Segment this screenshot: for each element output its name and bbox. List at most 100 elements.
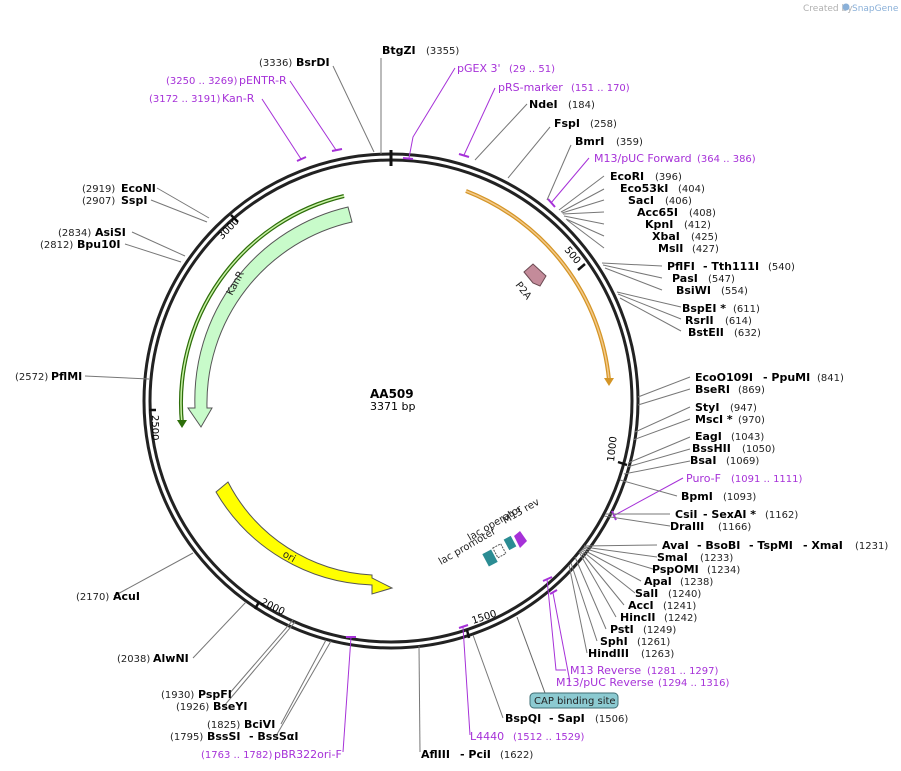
site-pos-sspi: (2907) — [82, 196, 115, 207]
primer-label-puro-f[interactable]: Puro-F — [686, 472, 721, 485]
site-pos-bsiwi: (554) — [721, 286, 748, 297]
site-label-bpmi[interactable]: BpmI — [681, 490, 713, 503]
site-label-ecoo109i[interactable]: EcoO109I — [695, 371, 753, 384]
site-label-rsrii[interactable]: RsrII — [685, 314, 714, 327]
primer-label-pentr-r[interactable]: pENTR-R — [239, 74, 287, 87]
site-label-bseri[interactable]: BseRI — [695, 383, 730, 396]
primer-label-m13-reverse[interactable]: M13 Reverse — [570, 664, 641, 677]
site-label-hincii[interactable]: HincII — [620, 611, 656, 624]
site-label-psti[interactable]: PstI — [610, 623, 634, 636]
scale-ticks — [149, 214, 628, 639]
site-label-bsiwi[interactable]: BsiWI — [676, 284, 711, 297]
site-pos-pflmi: (2572) — [15, 372, 48, 383]
site-label-ppumi[interactable]: - PpuMI — [763, 371, 810, 384]
primer-pos-pgex3: (29 .. 51) — [509, 64, 555, 75]
site-pos-afliii: (1622) — [500, 750, 533, 761]
site-label-bseyi[interactable]: BseYI — [213, 700, 247, 713]
site-label-pflfi[interactable]: PflFI — [667, 260, 695, 273]
site-pos-acci: (1241) — [663, 601, 696, 612]
site-label-pflmi[interactable]: PflMI — [51, 370, 82, 383]
site-label-bmri[interactable]: BmrI — [575, 135, 604, 148]
site-label-hindiii[interactable]: HindIII — [588, 647, 629, 660]
site-label-sspi[interactable]: SspI — [121, 194, 147, 207]
site-pos-msli: (427) — [692, 244, 719, 255]
site-label-pcii[interactable]: - PciI — [460, 748, 491, 761]
site-label-asisi[interactable]: AsiSI — [95, 226, 126, 239]
site-label-sphi[interactable]: SphI — [600, 635, 628, 648]
p2a-feature[interactable] — [523, 263, 547, 287]
cap-site-feature[interactable] — [492, 543, 507, 559]
site-label-smai[interactable]: SmaI — [657, 551, 688, 564]
site-label-bsssi[interactable]: BssSI — [207, 730, 241, 743]
primer-pos-pbr322ori-f: (1763 .. 1782) — [201, 750, 273, 761]
primer-pos-m13-puc-reverse: (1294 .. 1316) — [658, 678, 730, 689]
site-label-bsobi[interactable]: - BsoBI — [697, 539, 740, 552]
site-label-econi[interactable]: EcoNI — [121, 182, 156, 195]
site-label-acci[interactable]: AccI — [628, 599, 654, 612]
cds-arc[interactable] — [465, 189, 611, 381]
ori-feature[interactable] — [215, 481, 394, 595]
site-pos-csii: (1162) — [765, 510, 798, 521]
site-label-ndei[interactable]: NdeI — [529, 98, 558, 111]
kanr-feature[interactable] — [187, 206, 353, 428]
site-label-kpni[interactable]: KpnI — [645, 218, 673, 231]
site-label-styi[interactable]: StyI — [695, 401, 719, 414]
site-label-bspei[interactable]: BspEI * — [682, 302, 726, 315]
lac-operator-feature[interactable] — [503, 535, 517, 551]
site-label-csii[interactable]: CsiI — [675, 508, 697, 521]
tick-label-3000: 3000 — [216, 216, 242, 242]
site-leaders — [84, 58, 691, 753]
site-label-msli[interactable]: MslI — [658, 242, 683, 255]
primer-pos-kan-r: (3172 .. 3191) — [149, 94, 221, 105]
site-label-afliii[interactable]: AflIII — [421, 748, 450, 761]
primer-pos-m13-puc-forward: (364 .. 386) — [697, 154, 756, 165]
site-label-bpu10i[interactable]: Bpu10I — [77, 238, 121, 251]
primer-label-kan-r[interactable]: Kan-R — [222, 92, 255, 105]
site-label-tspmi[interactable]: - TspMI — [749, 539, 793, 552]
site-label-tth111i[interactable]: - Tth111I — [703, 260, 759, 273]
site-label-pspomi[interactable]: PspOMI — [652, 563, 699, 576]
site-label-xmai[interactable]: - XmaI — [803, 539, 843, 552]
primer-label-l4440[interactable]: L4440 — [470, 730, 504, 743]
site-label-apai[interactable]: ApaI — [644, 575, 672, 588]
primer-label-pgex3[interactable]: pGEX 3' — [457, 62, 501, 75]
m13-rev-feature[interactable] — [514, 531, 527, 548]
primer-label-prs-marker[interactable]: pRS-marker — [498, 81, 563, 94]
site-label-avai[interactable]: AvaI — [662, 539, 689, 552]
site-label-eagi[interactable]: EagI — [695, 430, 722, 443]
site-label-eco53ki[interactable]: Eco53kI — [620, 182, 668, 195]
site-label-pspfi[interactable]: PspFI — [198, 688, 232, 701]
site-label-draiii[interactable]: DraIII — [670, 520, 704, 533]
site-label-alwni[interactable]: AlwNI — [153, 652, 189, 665]
site-label-msci[interactable]: MscI * — [695, 413, 733, 426]
primer-label-pbr322ori-f[interactable]: pBR322ori-F — [274, 748, 342, 761]
site-label-ecori[interactable]: EcoRI — [610, 170, 644, 183]
site-pos-styi: (947) — [730, 403, 757, 414]
lac-promoter-feature[interactable] — [482, 549, 498, 567]
site-label-fspi[interactable]: FspI — [554, 117, 580, 130]
site-label-acui[interactable]: AcuI — [113, 590, 140, 603]
site-label-bspqi[interactable]: BspQI — [505, 712, 541, 725]
site-label-xbai[interactable]: XbaI — [652, 230, 680, 243]
site-pos-bpu10i: (2812) — [40, 240, 73, 251]
site-label-bsshii[interactable]: BssHII — [692, 442, 731, 455]
cap-binding-badge[interactable] — [529, 692, 619, 709]
brand-snapgene[interactable]: SnapGene — [852, 4, 899, 14]
site-label-bcivi[interactable]: BciVI — [244, 718, 275, 731]
site-label-bsrdi[interactable]: BsrDI — [296, 56, 330, 69]
primer-pos-l4440: (1512 .. 1529) — [513, 732, 585, 743]
site-label-pasi[interactable]: PasI — [672, 272, 698, 285]
primer-label-m13-puc-forward[interactable]: M13/pUC Forward — [594, 152, 692, 165]
site-label-btgzi[interactable]: BtgZI — [382, 44, 416, 57]
site-label-sapi[interactable]: - SapI — [549, 712, 585, 725]
site-label-sali[interactable]: SalI — [635, 587, 658, 600]
site-label-bsssai[interactable]: - BssSαI — [249, 730, 298, 743]
site-label-saci[interactable]: SacI — [628, 194, 654, 207]
primer-label-m13-puc-reverse[interactable]: M13/pUC Reverse — [556, 676, 654, 689]
site-label-bsteii[interactable]: BstEII — [688, 326, 724, 339]
site-label-bsai[interactable]: BsaI — [690, 454, 716, 467]
site-pos-avai: (1231) — [855, 541, 888, 552]
site-pos-bsssi: (1795) — [170, 732, 203, 743]
site-label-acc65i[interactable]: Acc65I — [637, 206, 678, 219]
site-label-sexai[interactable]: - SexAI * — [703, 508, 756, 521]
